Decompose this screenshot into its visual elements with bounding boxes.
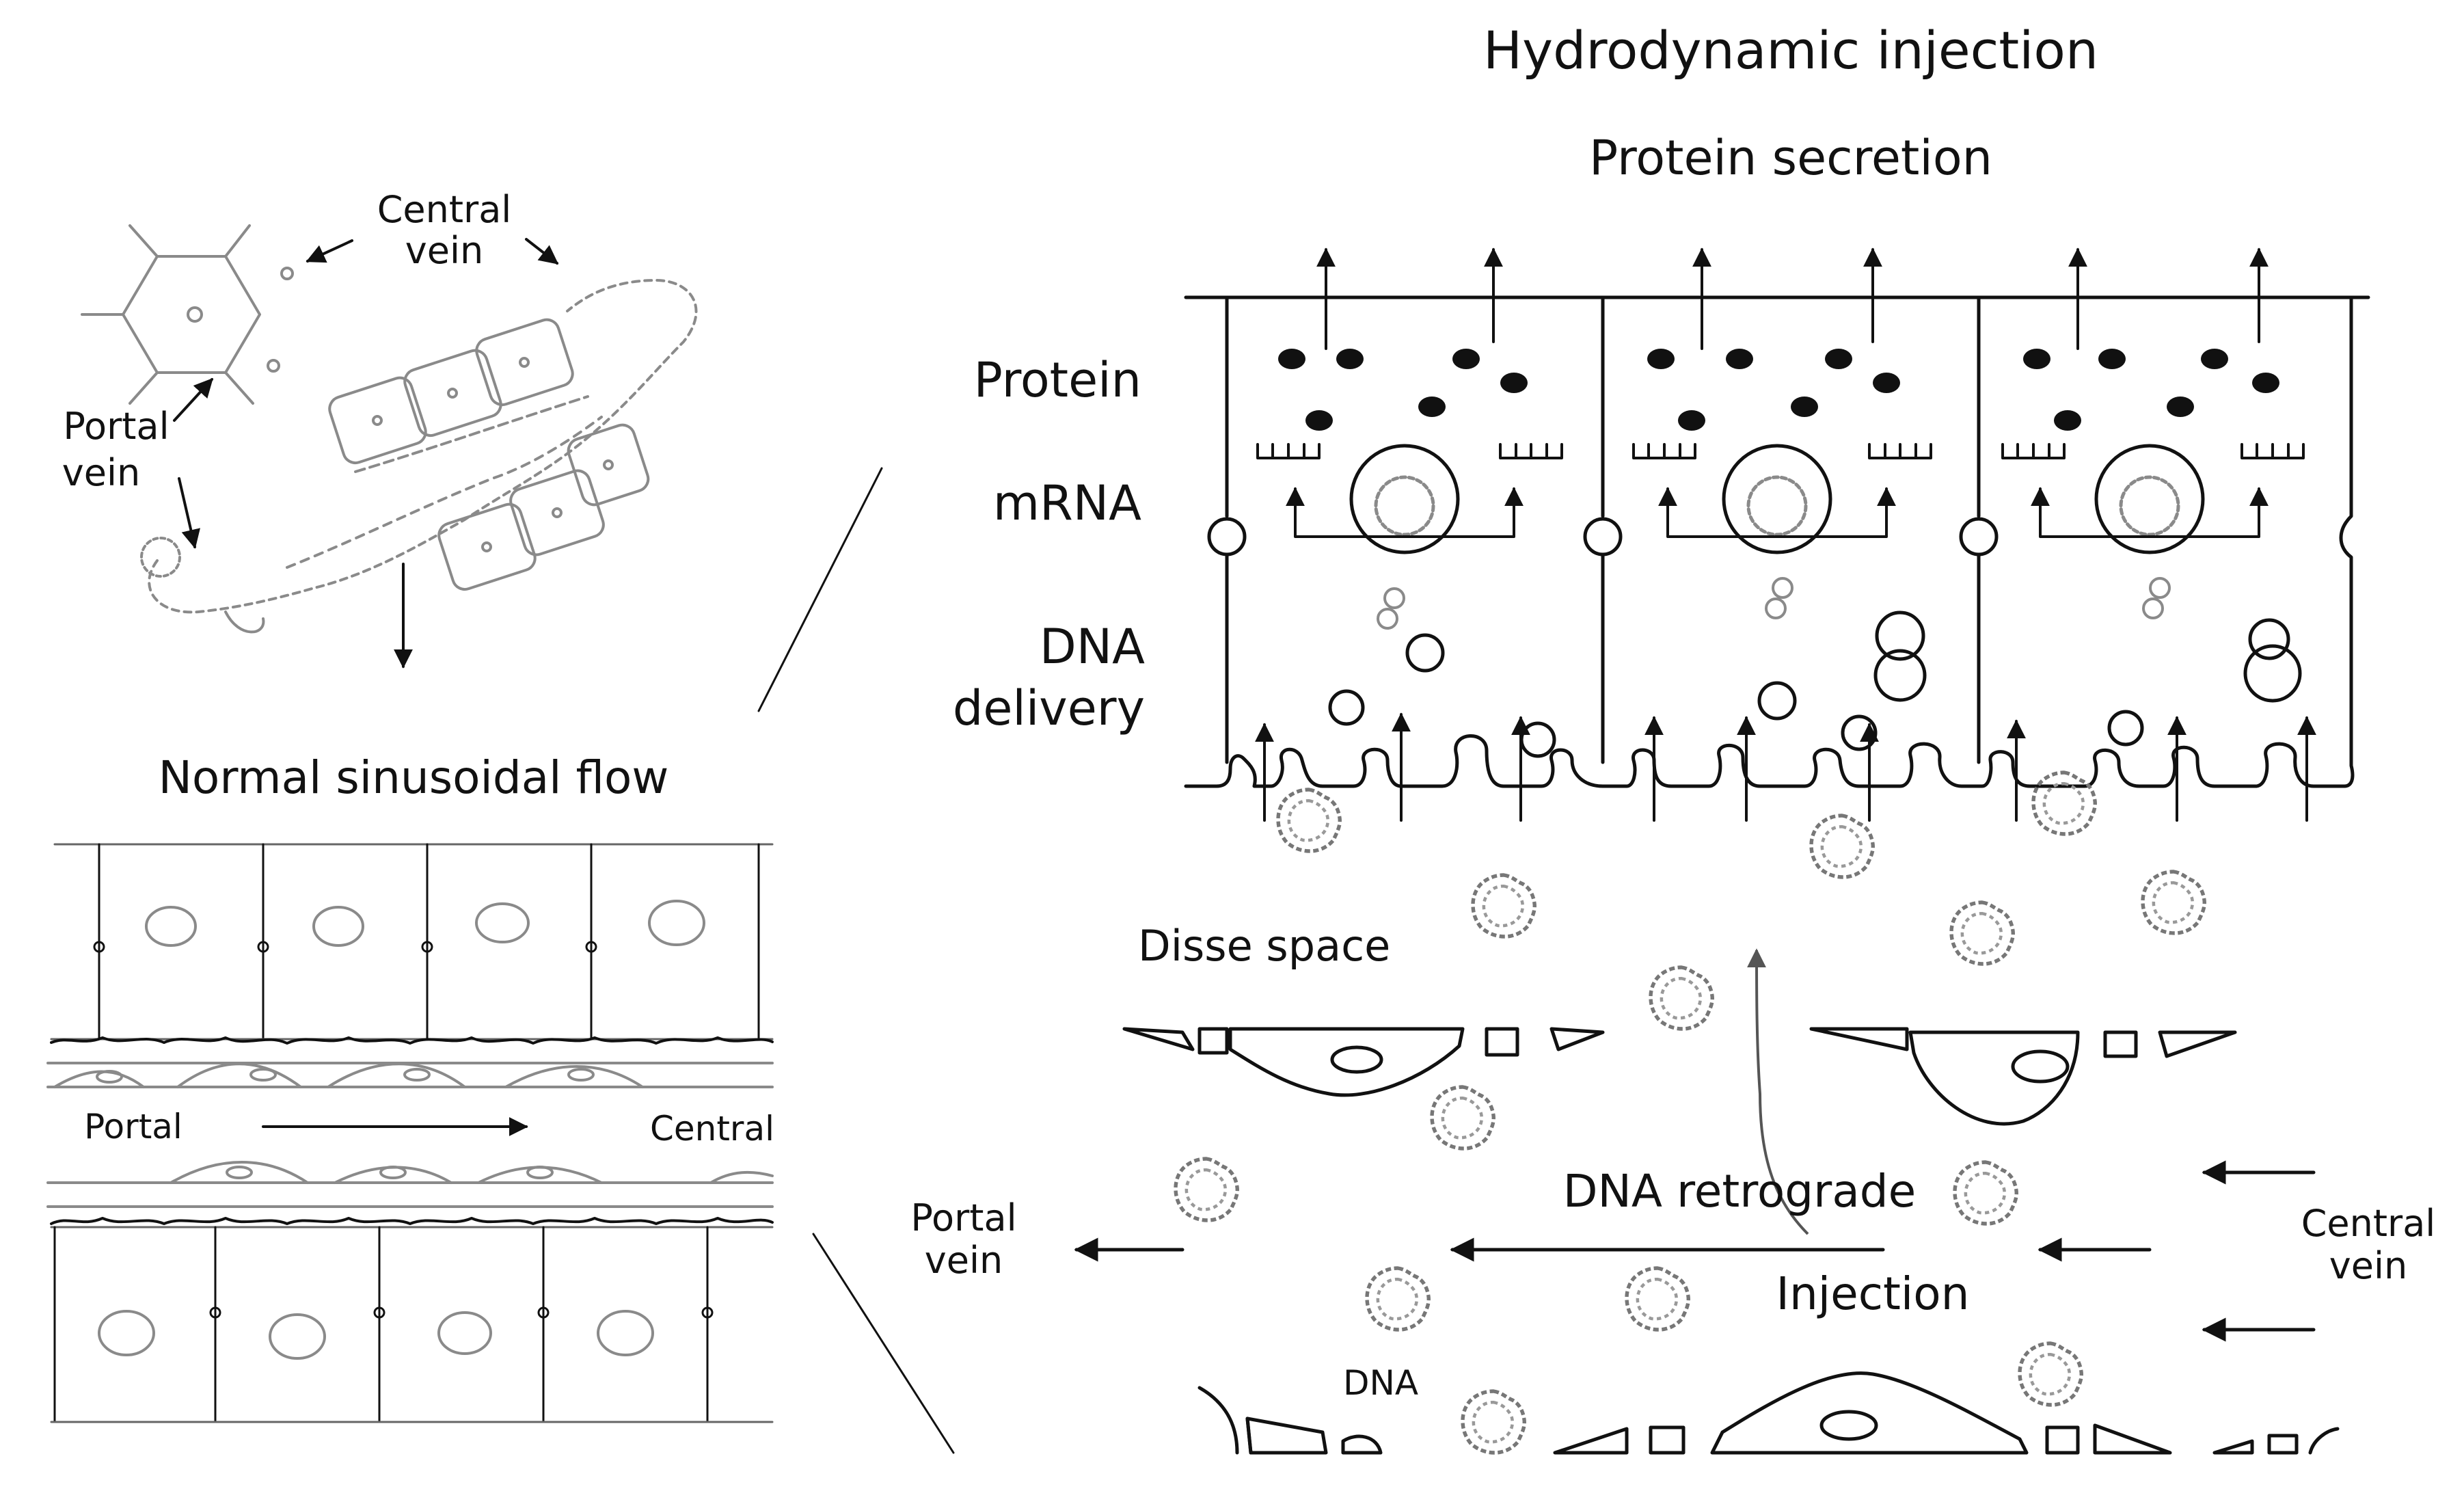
hydrodynamic-injection-panel: Hydrodynamic injection Protein secretion…: [910, 20, 2435, 1453]
dna-delivery-label-line1: DNA: [1040, 619, 1145, 675]
liver-lobule-sketch: Central vein Portal vein: [62, 188, 698, 669]
dna-retrograde-label: DNA retrograde: [1563, 1165, 1917, 1218]
dna-vesicles: [1328, 610, 2302, 758]
flow-portal-label: Portal: [84, 1107, 182, 1146]
dna-plasmids: [1176, 773, 2204, 1453]
disse-space-label: Disse space: [1138, 921, 1390, 971]
tight-junction: [1207, 517, 1247, 556]
protein-label: Protein: [974, 352, 1141, 408]
central-vein-label-line2: vein: [405, 229, 483, 272]
dna-uptake-arrows: [1255, 712, 2316, 822]
central-vein-right-line1: Central: [2301, 1202, 2436, 1245]
secretion-arrows: [1316, 247, 2269, 350]
sinusoid-flow-arrows: [1074, 1160, 2316, 1342]
injection-label: Injection: [1776, 1267, 1970, 1320]
flow-central-label: Central: [650, 1109, 774, 1149]
hepatocyte-row: [1184, 295, 2370, 788]
central-vein-right-line2: vein: [2329, 1244, 2407, 1287]
mrna-label: mRNA: [993, 475, 1141, 531]
dna-retrograde-curve-arrow: [1747, 948, 1809, 1235]
tight-junction: [1959, 517, 1999, 556]
hydrodynamic-injection-title: Hydrodynamic injection: [1483, 20, 2098, 81]
portal-vein-label-line2: vein: [62, 451, 140, 494]
protein-molecules: [1278, 349, 2279, 431]
normal-sinusoidal-flow-panel: Normal sinusoidal flow: [46, 751, 774, 1423]
central-vein-label-line1: Central: [377, 188, 512, 231]
dna-label: DNA: [1343, 1363, 1418, 1403]
lower-endothelium: [1197, 1371, 2340, 1455]
upper-endothelium: [1122, 1027, 2237, 1126]
zoom-connector-lines: [757, 467, 955, 1454]
protein-secretion-label: Protein secretion: [1589, 130, 1992, 186]
tight-junction: [1583, 517, 1623, 556]
portal-vein-label-line1: Portal: [63, 405, 169, 448]
normal-flow-title: Normal sinusoidal flow: [159, 751, 669, 804]
portal-vein-right-line2: vein: [925, 1239, 1003, 1282]
portal-vein-right-line1: Portal: [910, 1196, 1016, 1239]
dna-delivery-label-line2: delivery: [953, 680, 1145, 736]
